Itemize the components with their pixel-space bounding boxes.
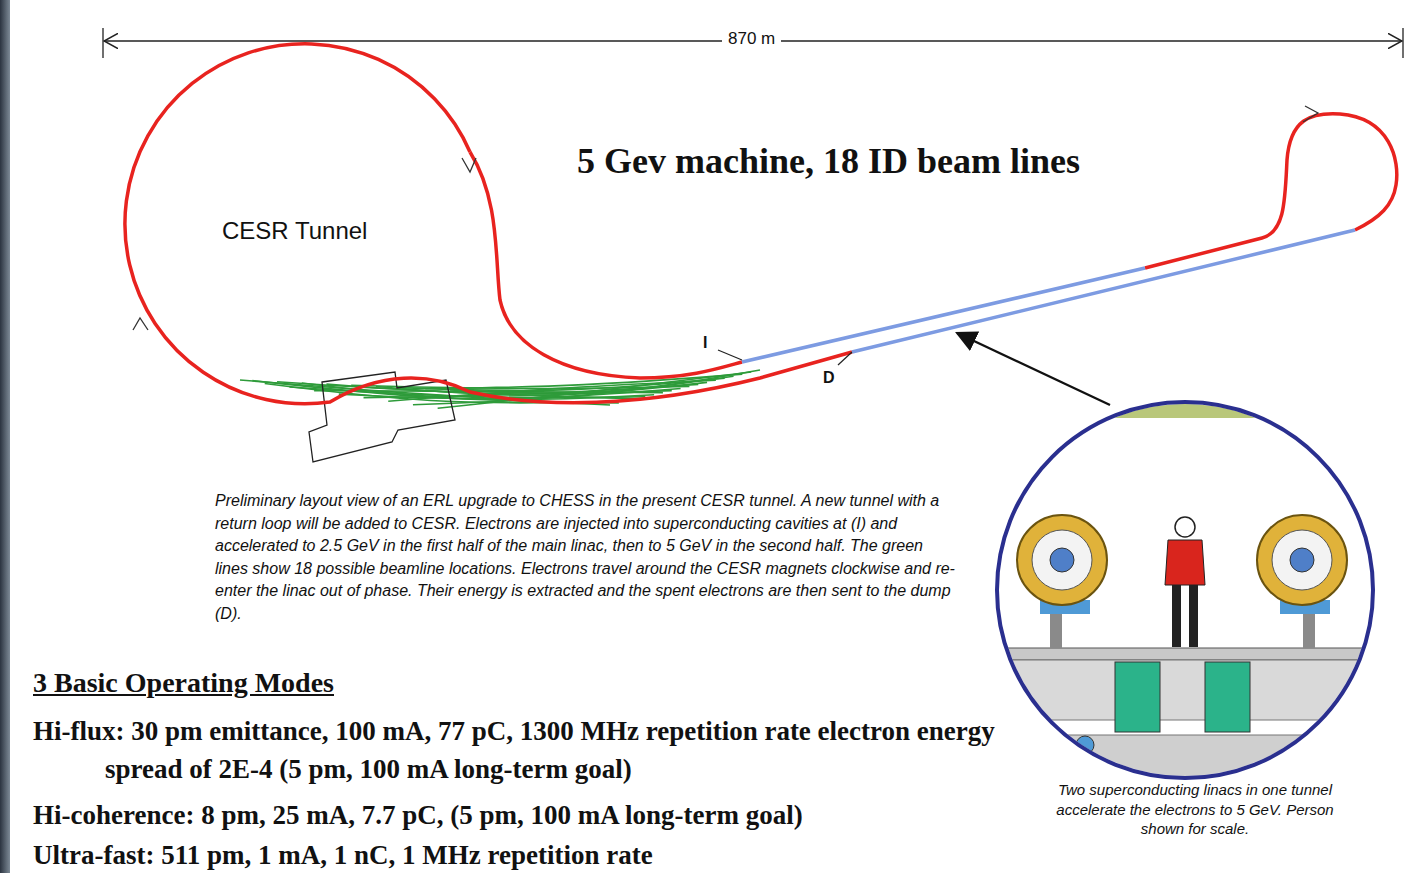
linac — [742, 230, 1355, 362]
lab-building — [309, 372, 455, 462]
electron-path — [125, 44, 1397, 404]
section-heading: 3 Basic Operating Modes — [33, 665, 334, 701]
tunnel-cross-section — [995, 400, 1375, 780]
pointer-arrow — [957, 333, 1110, 405]
point-label: D — [823, 368, 835, 389]
mode-description: Hi-coherence: 8 pm, 25 mA, 7.7 pC, (5 pm… — [33, 798, 803, 833]
inset-caption: Two superconducting linacs in one tunnel… — [1045, 780, 1345, 839]
mode-description: Hi-flux: 30 pm emittance, 100 mA, 77 pC,… — [33, 712, 1040, 788]
diagram-title: 5 Gev machine, 18 ID beam lines — [577, 140, 1080, 182]
slide-edge — [0, 0, 10, 873]
inset-frame — [997, 402, 1373, 778]
mode-description: Ultra-fast: 511 pm, 1 mA, 1 nC, 1 MHz re… — [33, 838, 653, 873]
figure-caption: Preliminary layout view of an ERL upgrad… — [215, 490, 955, 625]
dimension-label: 870 m — [722, 28, 781, 50]
point-label: I — [703, 333, 707, 354]
direction-arrow — [133, 106, 1318, 330]
leader-line — [718, 350, 852, 365]
region-label: CESR Tunnel — [222, 215, 367, 246]
